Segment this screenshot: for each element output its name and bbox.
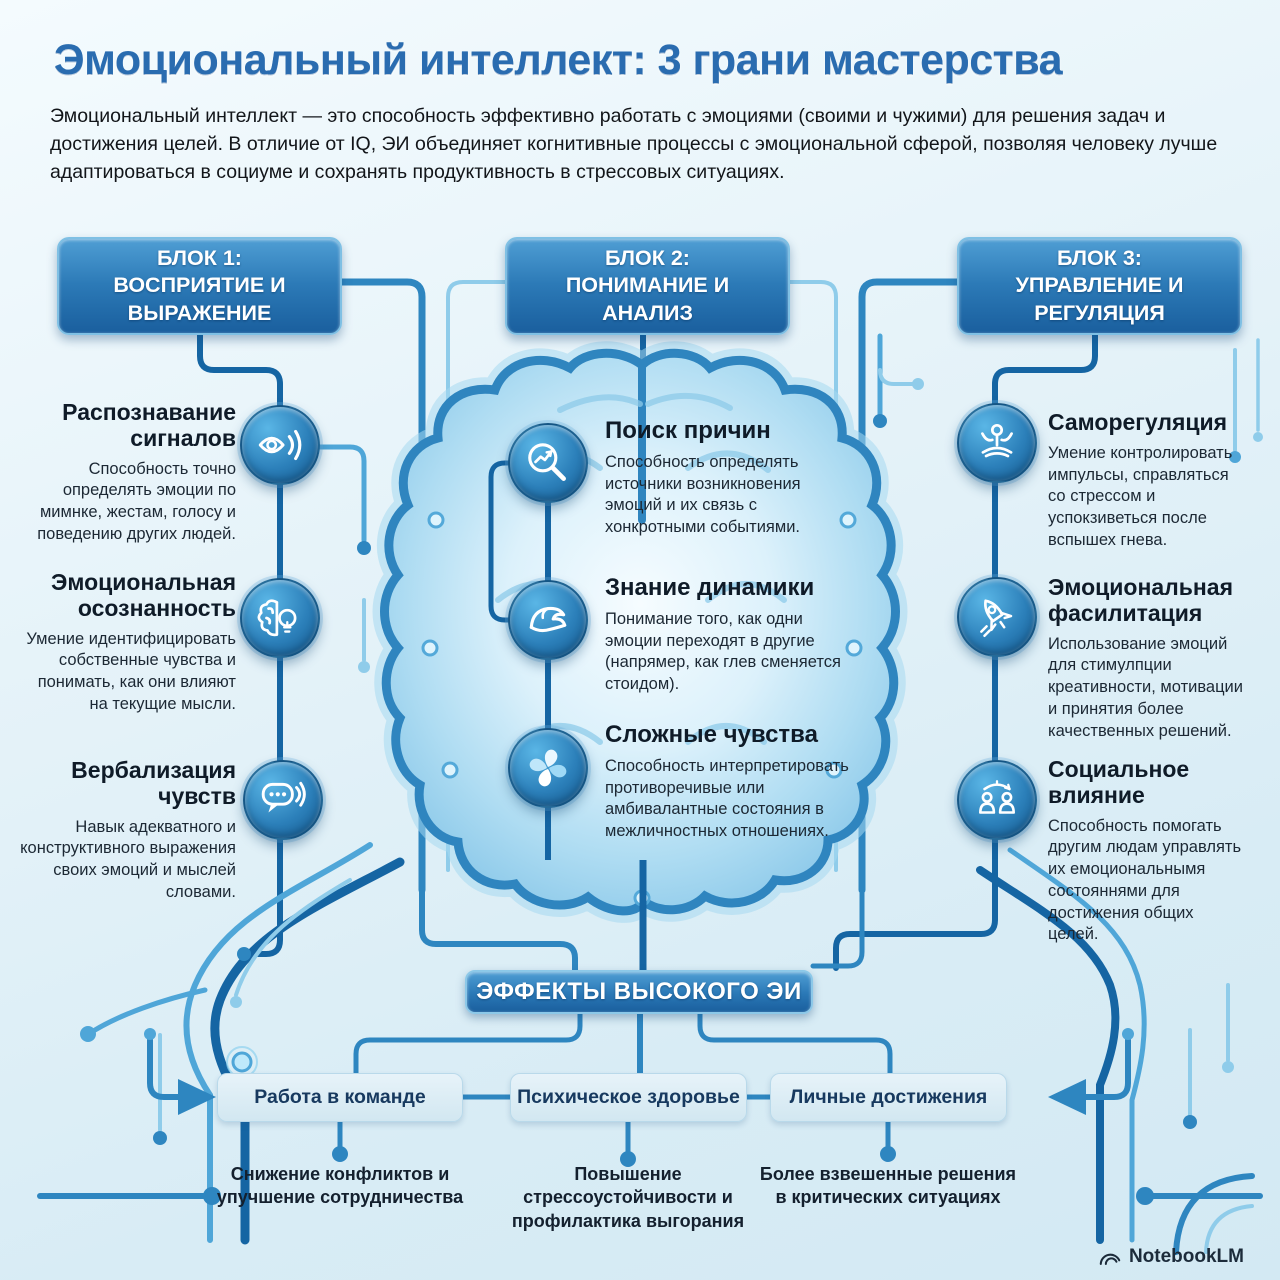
- block-1-kicker: БЛОК 1:: [157, 245, 242, 270]
- list-item: Знание динамики Понимание того, как одни…: [605, 574, 855, 696]
- intro-text: Эмоциональный интеллект — это способност…: [50, 105, 1218, 183]
- item-title: Вербализация чувств: [71, 757, 236, 809]
- item-title: Распознавание сигналов: [62, 399, 236, 451]
- watermark-label: NotebookLM: [1128, 1246, 1244, 1267]
- effect-box-achievements: Личные достижения: [770, 1073, 1007, 1122]
- list-item: Саморегуляция Умение контролировать импу…: [1048, 409, 1246, 552]
- block-2-kicker: БЛОК 2:: [605, 245, 690, 270]
- item-body: Понимание того, как одни эмоции переходя…: [605, 609, 841, 694]
- block-2-title: ПОНИМАНИЕ И АНАЛИЗ: [565, 273, 730, 325]
- item-body: Умение контролировать импульсы, справлят…: [1048, 443, 1233, 549]
- item-body: Способность интерпретировать противоречи…: [605, 756, 849, 841]
- meditation-icon: [957, 403, 1037, 483]
- effects-banner: ЭФФЕКТЫ ВЫСОКОГО ЭИ: [465, 970, 813, 1014]
- block-header-1: БЛОК 1: ВОСПРИЯТИЕ И ВЫРАЖЕНИЕ: [57, 237, 342, 335]
- block-3-kicker: БЛОК 3:: [1057, 245, 1142, 270]
- list-item: Эмоциональная осознанность Умение иденти…: [20, 569, 236, 716]
- list-item: Распознавание сигналов Способность точно…: [20, 399, 236, 546]
- item-body: Способность определять источники возникн…: [605, 452, 801, 537]
- wave-icon: [508, 580, 588, 660]
- block-3-title: УПРАВЛЕНИЕ И РЕГУЛЯЦИЯ: [1015, 273, 1184, 325]
- list-item: Эмоциональная фасилитация Использование …: [1048, 574, 1248, 742]
- item-title: Знание динамики: [605, 574, 815, 601]
- list-item: Вербализация чувств Навык адекватного и …: [20, 757, 236, 904]
- block-header-2: БЛОК 2: ПОНИМАНИЕ И АНАЛИЗ: [505, 237, 790, 335]
- right-arrow: [1048, 1079, 1086, 1115]
- list-item: Сложные чувства Способность интерпретиро…: [605, 721, 855, 843]
- item-title: Социальное влияние: [1048, 756, 1190, 808]
- watermark: NotebookLM: [1098, 1246, 1244, 1268]
- item-title: Сложные чувства: [605, 721, 818, 748]
- item-body: Умение идентифицировать собственные чувс…: [26, 629, 236, 713]
- item-body: Навык адекватного и конструктивного выра…: [20, 817, 236, 901]
- left-arrow: [178, 1079, 216, 1115]
- list-item: Социальное влияние Способность помогать …: [1048, 756, 1246, 946]
- social-influence-icon: [957, 760, 1037, 840]
- item-body: Способность точно определять эмоции по м…: [37, 459, 236, 543]
- rocket-icon: [957, 577, 1037, 657]
- effect-box-teamwork: Работа в команде: [217, 1073, 463, 1122]
- effect-caption: Более взвешенные решения в критических с…: [759, 1164, 1017, 1208]
- item-title: Саморегуляция: [1048, 409, 1228, 435]
- magnifier-chart-icon: [508, 423, 588, 503]
- notebooklm-logo-icon: [1099, 1253, 1121, 1265]
- item-title: Эмоциональная осознанность: [51, 569, 236, 621]
- effect-caption: Снижение конфликтов и упучшение сотрудни…: [216, 1164, 464, 1208]
- effect-caption: Повышение стрессоустойчивости и профилак…: [511, 1164, 745, 1231]
- block-1-title: ВОСПРИЯТИЕ И ВЫРАЖЕНИЕ: [113, 273, 286, 325]
- item-body: Способность помогать другим людам управл…: [1048, 816, 1242, 944]
- item-body: Использование эмоций для стимулпции креа…: [1048, 634, 1243, 740]
- speech-bubble-icon: [243, 760, 323, 840]
- block-header-3: БЛОК 3: УПРАВЛЕНИЕ И РЕГУЛЯЦИЯ: [957, 237, 1242, 335]
- item-title: Поиск причин: [605, 417, 771, 444]
- eye-signal-icon: [240, 405, 320, 485]
- brain-bulb-icon: [240, 578, 320, 658]
- effect-box-mental-health: Психическое здоровье: [510, 1073, 747, 1122]
- page-title: Эмоциональный интеллект: 3 грани мастерс…: [54, 36, 1063, 84]
- item-title: Эмоциональная фасилитация: [1048, 574, 1233, 626]
- list-item: Поиск причин Способность определять исто…: [605, 417, 845, 539]
- petals-icon: [508, 728, 588, 808]
